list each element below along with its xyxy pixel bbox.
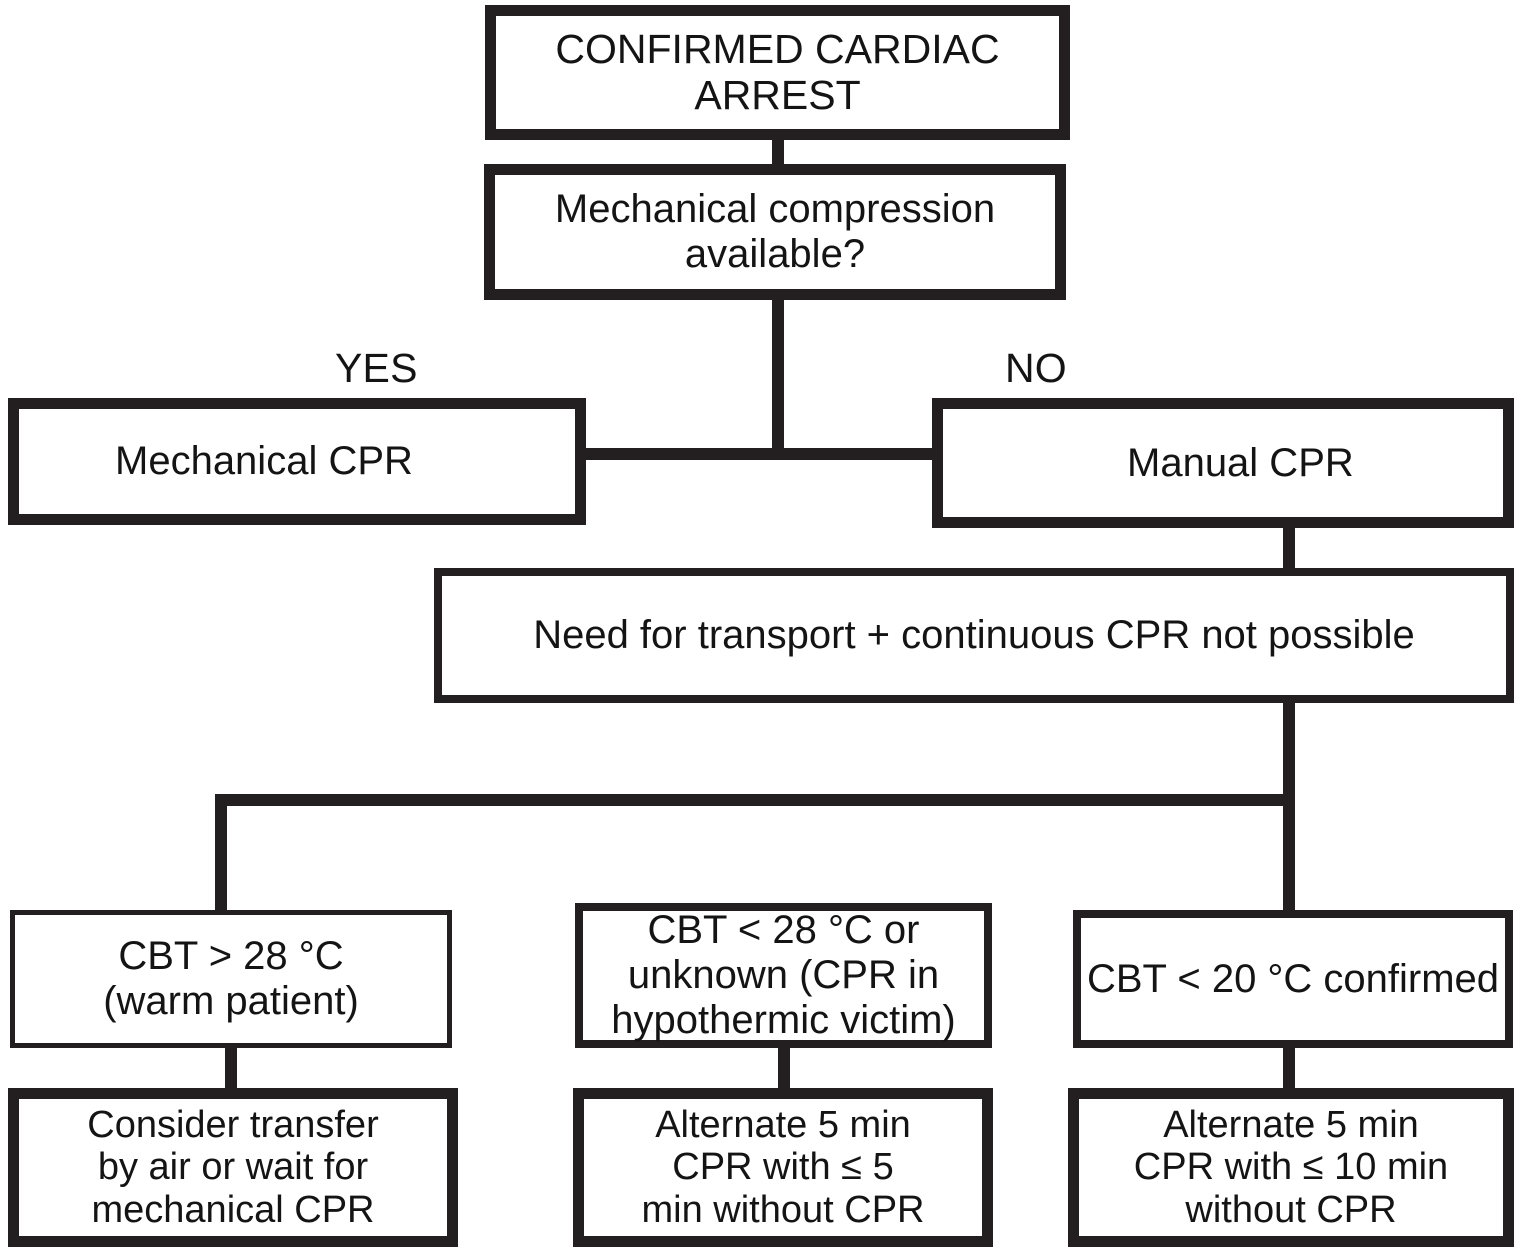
node-action-alternate-5-10[interactable]: Alternate 5 min CPR with ≤ 10 min withou…: [1068, 1088, 1514, 1247]
node-need-for-transport-label: Need for transport + continuous CPR not …: [533, 613, 1415, 658]
node-confirmed-cardiac-arrest-label: CONFIRMED CARDIAC ARREST: [555, 25, 1000, 118]
edge-distributor-to-cbt-warm: [215, 794, 227, 914]
node-cbt-below-20-confirmed[interactable]: CBT < 20 °C confirmed: [1073, 910, 1513, 1048]
edge-mechavail-down: [772, 292, 784, 454]
node-action-alternate-5-5-label: Alternate 5 min CPR with ≤ 5 min without…: [641, 1103, 925, 1231]
branch-label-no: NO: [1005, 345, 1067, 392]
node-mechanical-compression-available[interactable]: Mechanical compression available?: [484, 164, 1066, 300]
edge-cbt20-to-action: [1283, 1042, 1295, 1094]
branch-label-no-text: NO: [1005, 345, 1067, 391]
node-action-consider-transfer-label: Consider transfer by air or wait for mec…: [87, 1103, 379, 1231]
node-cbt-below-28-or-unknown[interactable]: CBT < 28 °C or unknown (CPR in hypotherm…: [575, 903, 992, 1048]
branch-label-yes-text: YES: [335, 345, 418, 391]
edge-cbthypo-to-action: [778, 1042, 790, 1094]
node-cbt-below-20-confirmed-label: CBT < 20 °C confirmed: [1086, 956, 1500, 1001]
node-mechanical-cpr[interactable]: Mechanical CPR: [8, 398, 586, 525]
edge-bottom-distributor-bar: [215, 794, 1295, 806]
edge-arrest-to-mechavail: [772, 130, 784, 172]
node-cbt-above-28-label: CBT > 28 °C (warm patient): [103, 934, 359, 1023]
node-mechanical-compression-available-label: Mechanical compression available?: [554, 187, 996, 276]
branch-label-yes: YES: [335, 345, 418, 392]
node-action-consider-transfer[interactable]: Consider transfer by air or wait for mec…: [8, 1088, 458, 1247]
node-mechanical-cpr-label: Mechanical CPR: [115, 439, 413, 484]
edge-distributor-to-cbt-20: [1283, 794, 1295, 914]
node-manual-cpr[interactable]: Manual CPR: [932, 398, 1514, 528]
node-need-for-transport[interactable]: Need for transport + continuous CPR not …: [434, 568, 1514, 703]
node-cbt-above-28[interactable]: CBT > 28 °C (warm patient): [10, 910, 452, 1048]
node-action-alternate-5-10-label: Alternate 5 min CPR with ≤ 10 min withou…: [1133, 1103, 1449, 1231]
edge-yes-no-splitbar: [582, 448, 938, 460]
edge-transport-down: [1283, 700, 1295, 800]
node-confirmed-cardiac-arrest[interactable]: CONFIRMED CARDIAC ARREST: [485, 5, 1070, 140]
node-manual-cpr-label: Manual CPR: [1127, 440, 1354, 485]
node-action-alternate-5-5[interactable]: Alternate 5 min CPR with ≤ 5 min without…: [573, 1088, 993, 1247]
edge-cbtwarm-to-action: [225, 1042, 237, 1094]
node-cbt-below-28-or-unknown-label: CBT < 28 °C or unknown (CPR in hypotherm…: [611, 908, 956, 1042]
edge-manualcpr-to-transport: [1283, 520, 1295, 572]
